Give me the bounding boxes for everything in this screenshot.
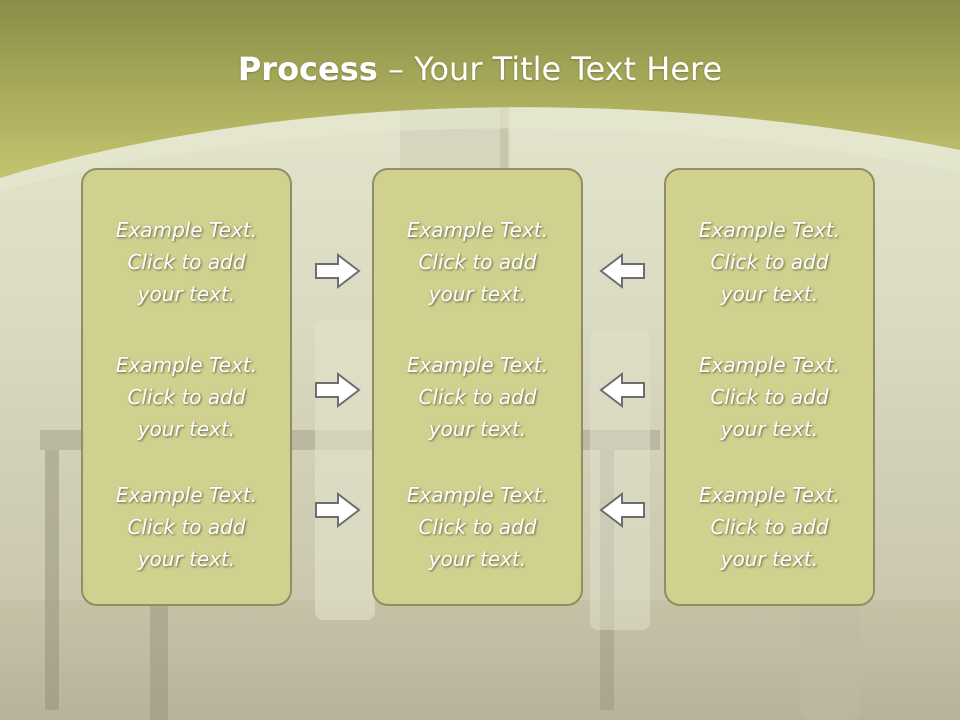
text-block[interactable]: Example Text. Click to add your text.	[115, 218, 258, 306]
text-block[interactable]: Example Text. Click to add your text.	[698, 218, 841, 306]
text-block[interactable]: Example Text. Click to add your text.	[698, 353, 841, 441]
text-block[interactable]: Example Text. Click to add your text.	[115, 483, 258, 571]
text-block[interactable]: Example Text. Click to add your text.	[115, 353, 258, 441]
text-block[interactable]: Example Text. Click to add your text.	[698, 483, 841, 571]
title-rest: – Your Title Text Here	[377, 50, 723, 88]
process-box-left[interactable]: Example Text. Click to add your text. Ex…	[81, 168, 292, 606]
title-bold: Process	[237, 50, 378, 88]
process-box-right[interactable]: Example Text. Click to add your text. Ex…	[664, 168, 875, 606]
right-arrow-icon	[315, 252, 361, 290]
text-block[interactable]: Example Text. Click to add your text.	[406, 218, 549, 306]
left-arrow-icon	[599, 252, 645, 290]
slide-title: Process – Your Title Text Here	[0, 50, 960, 88]
text-block[interactable]: Example Text. Click to add your text.	[406, 483, 549, 571]
right-arrow-icon	[315, 491, 361, 529]
text-block[interactable]: Example Text. Click to add your text.	[406, 353, 549, 441]
right-arrow-icon	[315, 371, 361, 409]
process-box-center[interactable]: Example Text. Click to add your text. Ex…	[372, 168, 583, 606]
left-arrow-icon	[599, 371, 645, 409]
left-arrow-icon	[599, 491, 645, 529]
